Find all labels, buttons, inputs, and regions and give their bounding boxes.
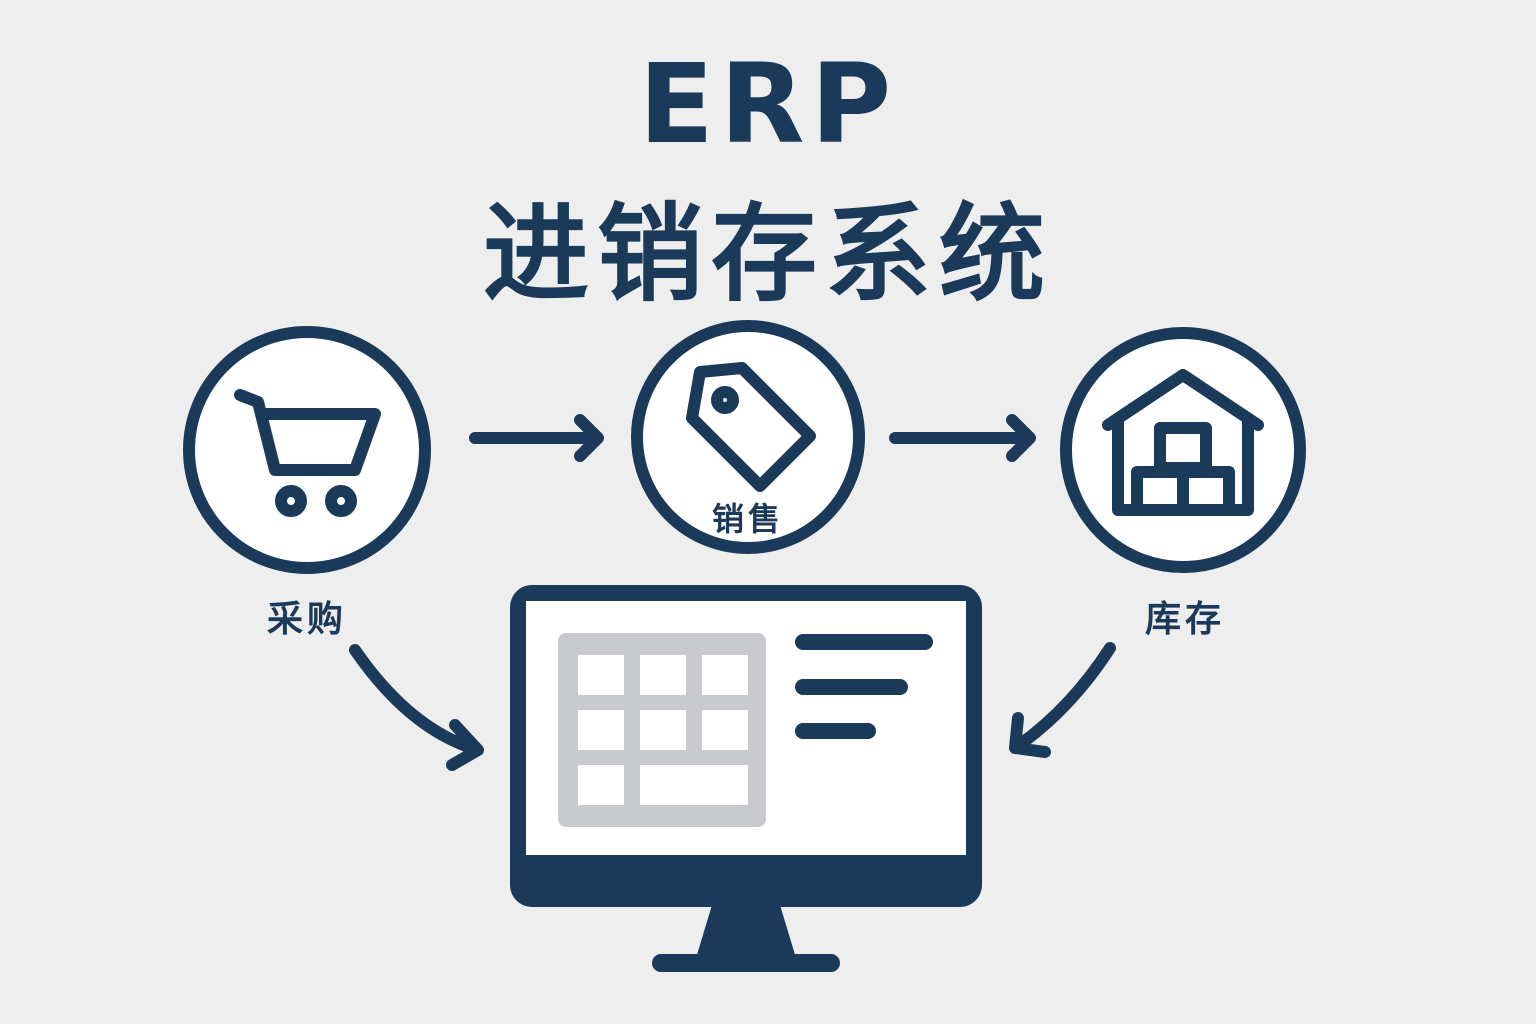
label-purchase: 采购: [266, 599, 347, 640]
title-system: 进销存系统: [483, 193, 1053, 316]
warehouse-icon: [1102, 369, 1264, 516]
label-sales: 销售: [711, 500, 784, 538]
arrow-inventory-to-system: [1009, 642, 1116, 758]
arrow-purchase-to-system: [349, 644, 484, 771]
computer-monitor-icon: [510, 585, 982, 972]
shopping-cart-icon: [234, 389, 381, 517]
title-erp: ERP: [638, 40, 898, 168]
price-tag-icon: [686, 362, 816, 492]
arrow-sales-to-inventory: [889, 414, 1036, 462]
label-inventory: 库存: [1144, 599, 1225, 640]
purchase-circle: [183, 326, 431, 574]
arrow-purchase-to-sales: [469, 414, 604, 462]
inventory-circle: [1060, 327, 1306, 573]
